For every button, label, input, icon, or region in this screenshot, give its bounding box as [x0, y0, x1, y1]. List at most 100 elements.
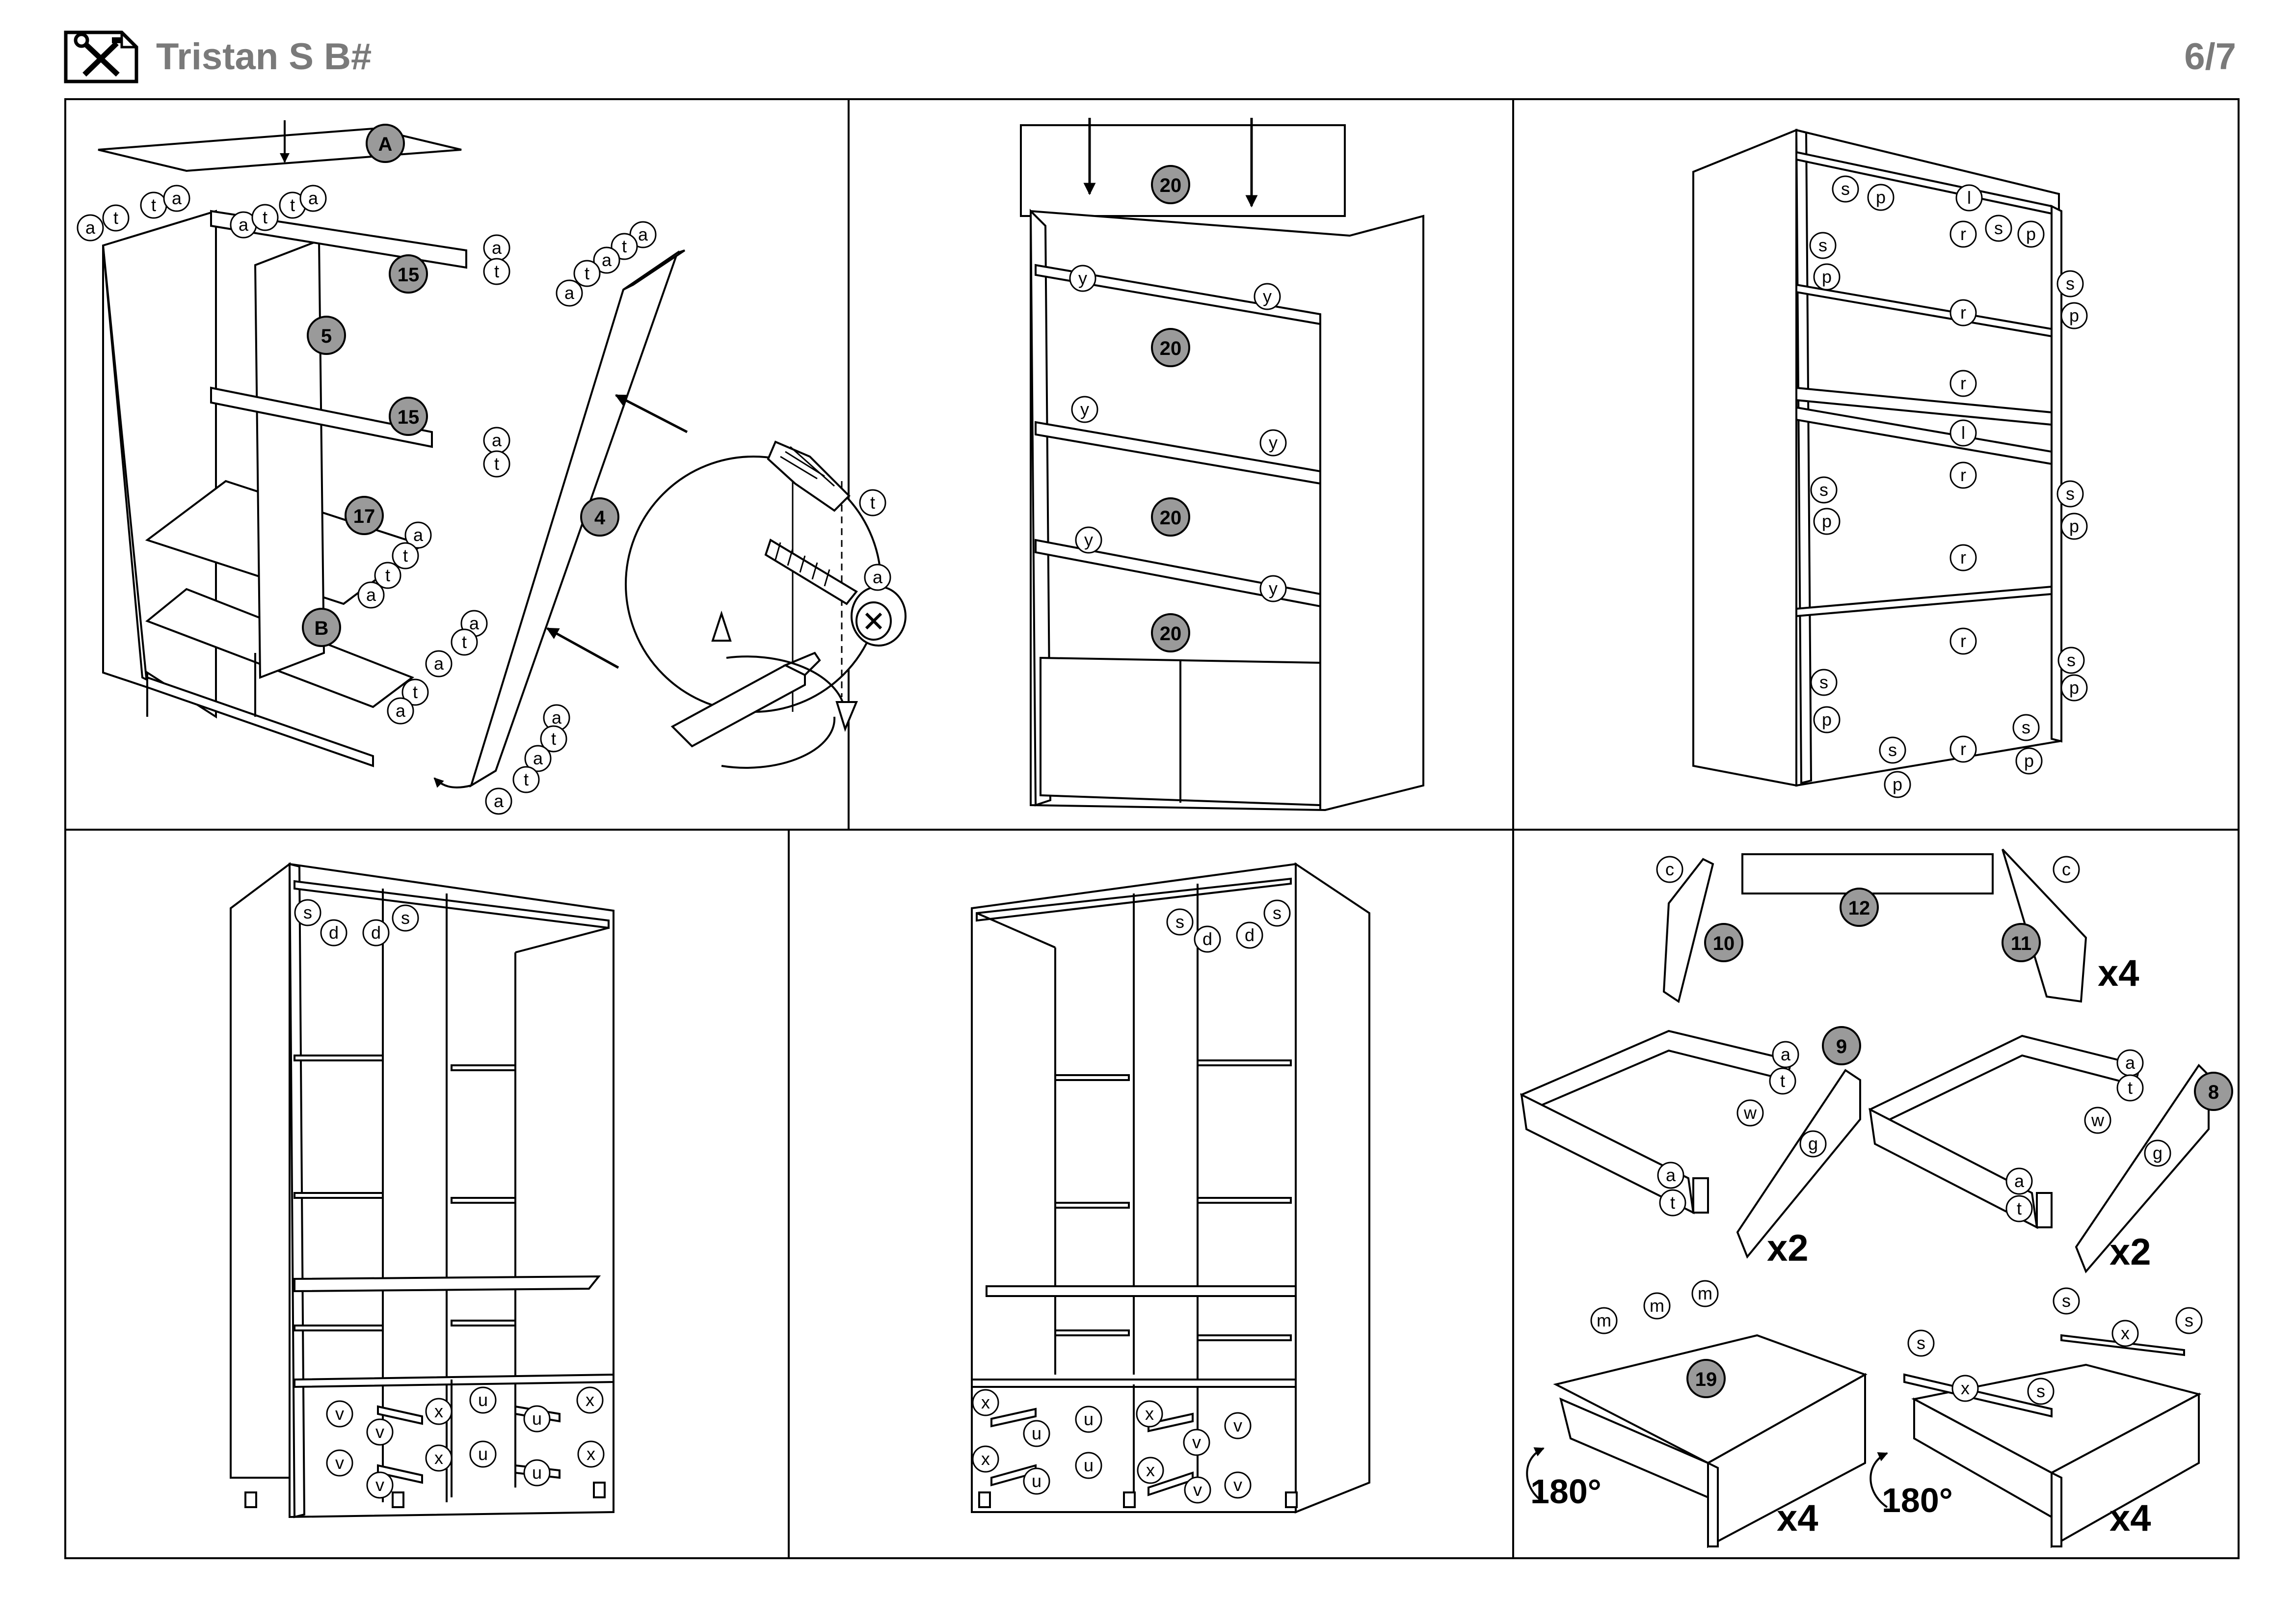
svg-text:a: a: [492, 430, 502, 450]
part-number-20: 20: [1151, 497, 1190, 537]
fitting-p: p: [2060, 674, 2088, 702]
svg-text:s: s: [1819, 672, 1828, 692]
svg-text:d: d: [329, 922, 339, 943]
fitting-a: a: [593, 246, 620, 274]
fitting-t: t: [573, 260, 601, 287]
svg-text:s: s: [1917, 1333, 1925, 1353]
fitting-x: x: [577, 1440, 605, 1468]
fitting-u: u: [1023, 1467, 1050, 1495]
fitting-a: a: [404, 521, 432, 549]
fitting-t: t: [392, 542, 419, 569]
drawer-runners: [990, 1407, 1194, 1496]
fitting-g: g: [2144, 1139, 2171, 1167]
fitting-t: t: [102, 204, 130, 232]
svg-text:p: p: [2026, 224, 2036, 244]
panel-grid: [64, 98, 2240, 1559]
fitting-s: s: [1879, 736, 1906, 764]
svg-text:p: p: [2024, 751, 2034, 771]
fitting-r: r: [1949, 370, 1977, 397]
svg-text:g: g: [1808, 1134, 1818, 1154]
svg-text:12: 12: [1848, 897, 1870, 919]
part-number-B: B: [302, 608, 341, 647]
fitting-s: s: [1166, 908, 1194, 936]
svg-text:t: t: [2017, 1198, 2022, 1218]
fitting-u: u: [1075, 1452, 1102, 1479]
svg-text:g: g: [2153, 1143, 2163, 1163]
svg-text:a: a: [2014, 1171, 2025, 1191]
fitting-c: c: [2053, 856, 2080, 883]
part-number-9: 9: [1822, 1026, 1861, 1065]
svg-text:a: a: [492, 238, 502, 258]
svg-text:20: 20: [1160, 338, 1182, 359]
svg-text:l: l: [1961, 423, 1965, 443]
svg-text:m: m: [1698, 1283, 1712, 1303]
page-header: Tristan S B# 6/7: [0, 0, 2296, 98]
svg-text:5: 5: [321, 325, 332, 347]
fitting-s: s: [2012, 714, 2040, 741]
rotation-label: 180°: [1882, 1481, 1953, 1519]
fitting-t: t: [374, 562, 401, 589]
fitting-a: a: [2005, 1167, 2033, 1195]
svg-text:u: u: [532, 1462, 542, 1483]
fitting-m: m: [1691, 1280, 1719, 1307]
svg-text:p: p: [1893, 774, 1902, 794]
svg-text:x: x: [434, 1401, 443, 1421]
quantity-label: x4: [2109, 1497, 2151, 1539]
svg-text:y: y: [1078, 268, 1087, 288]
fitting-x: x: [1137, 1457, 1164, 1484]
fitting-s: s: [1832, 175, 1859, 203]
svg-text:w: w: [2091, 1110, 2105, 1130]
fitting-l: l: [1955, 184, 1983, 212]
part-number-15: 15: [389, 254, 428, 294]
svg-text:l: l: [1967, 188, 1971, 208]
fitting-a: a: [77, 214, 104, 242]
fitting-y: y: [1254, 283, 1281, 310]
svg-text:s: s: [2066, 484, 2075, 504]
fitting-p: p: [1813, 706, 1841, 733]
svg-text:r: r: [1960, 302, 1966, 323]
svg-text:a: a: [533, 748, 543, 768]
fitting-y: y: [1075, 526, 1102, 554]
svg-text:t: t: [403, 545, 408, 566]
svg-text:a: a: [239, 215, 249, 235]
svg-text:20: 20: [1160, 175, 1182, 196]
svg-text:s: s: [1888, 740, 1897, 760]
svg-text:d: d: [371, 922, 381, 943]
svg-text:v: v: [335, 1453, 344, 1473]
svg-text:a: a: [172, 188, 182, 208]
part-number-A: A: [366, 124, 405, 163]
svg-text:10: 10: [1713, 933, 1735, 954]
tools-icon: [64, 30, 138, 83]
svg-text:p: p: [1822, 267, 1832, 287]
svg-text:a: a: [469, 613, 480, 633]
fitting-v: v: [326, 1449, 353, 1477]
fitting-t: t: [2005, 1195, 2033, 1222]
svg-text:u: u: [1084, 1409, 1094, 1429]
fitting-a: a: [483, 427, 510, 454]
quantity-label: x4: [2098, 952, 2139, 994]
fitting-t: t: [251, 204, 279, 231]
drawer-side-10: [1662, 858, 1714, 1003]
svg-text:t: t: [290, 195, 295, 215]
fitting-s: s: [1985, 215, 2012, 242]
svg-text:15: 15: [398, 264, 420, 286]
svg-text:p: p: [2069, 305, 2079, 325]
rotation-label: 180°: [1530, 1472, 1602, 1511]
svg-text:v: v: [1233, 1475, 1242, 1495]
svg-text:s: s: [2067, 650, 2076, 670]
fitting-s: s: [1263, 899, 1291, 927]
svg-text:t: t: [462, 632, 467, 652]
svg-text:v: v: [375, 1475, 384, 1495]
fitting-t: t: [512, 766, 540, 793]
svg-text:t: t: [385, 565, 390, 585]
svg-text:s: s: [2066, 273, 2075, 294]
svg-text:u: u: [478, 1390, 488, 1410]
svg-text:a: a: [308, 188, 319, 208]
fitting-a: a: [357, 581, 385, 609]
svg-text:8: 8: [2208, 1082, 2219, 1103]
svg-text:y: y: [1269, 433, 1278, 453]
fitting-a: a: [524, 745, 552, 772]
fitting-x: x: [2111, 1320, 2139, 1347]
svg-text:t: t: [413, 682, 418, 702]
